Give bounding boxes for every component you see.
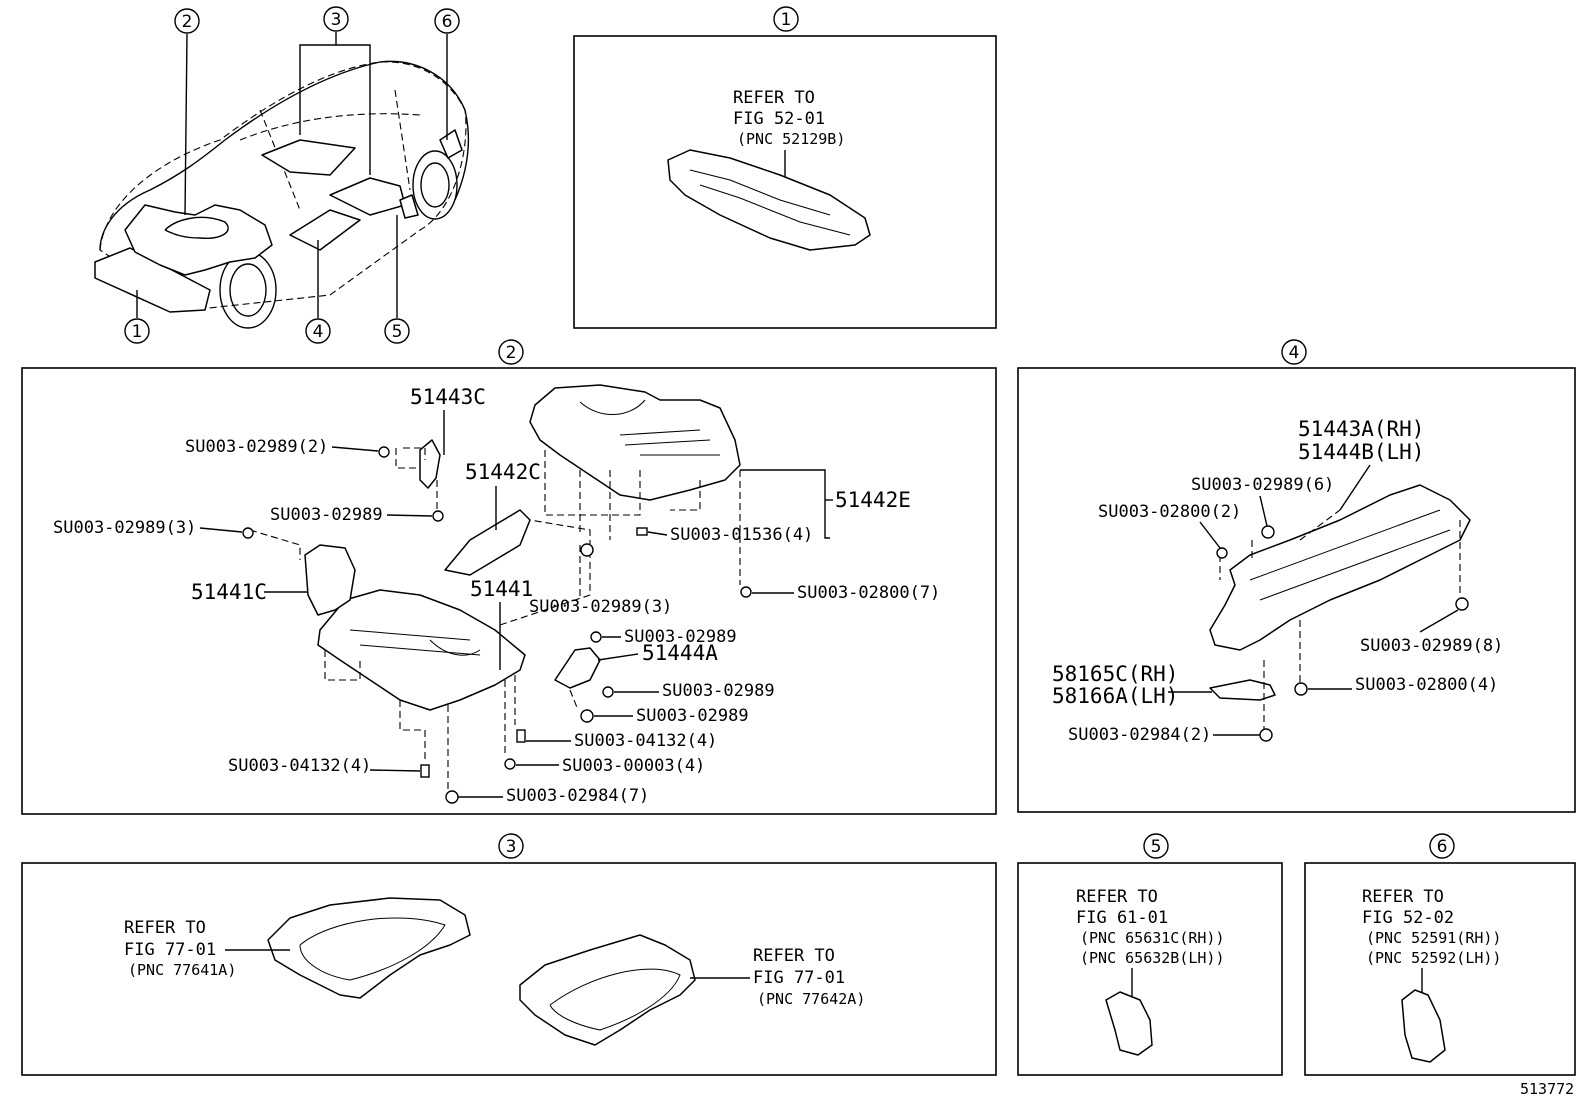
part-label-51444B-LH: 51444B(LH) — [1298, 440, 1424, 464]
panel-5-ref-line3: (PNC 65631C(RH)) — [1080, 929, 1225, 947]
panel-3: 3 REFER TO FIG 77-01 (PNC 77641A) REFER … — [21, 833, 997, 1076]
panel-1-ref-line1: REFER TO — [733, 88, 815, 108]
panel-6-ref-line4: (PNC 52592(LH)) — [1366, 949, 1501, 967]
bracket-51441C-illustration — [304, 544, 356, 616]
panel-4: 4 51443A(RH) 51444B(LH) SU003-02989(6) S… — [1017, 339, 1576, 813]
overview-callout-6: 6 — [434, 8, 460, 34]
svg-text:6: 6 — [442, 12, 453, 32]
fastener-label-p4-f3: SU003-02989(8) — [1360, 636, 1503, 656]
panel-6-number: 6 — [1437, 837, 1448, 857]
tray-77642A-illustration — [519, 934, 696, 1046]
figure-id: 513772 — [1520, 1080, 1574, 1098]
bracket-51444A-illustration — [554, 647, 601, 689]
svg-text:2: 2 — [182, 12, 193, 32]
tray-77641A-illustration — [267, 897, 471, 999]
panel-3-refB-line3: (PNC 77642A) — [757, 990, 865, 1008]
overview-callout-1: 1 — [124, 318, 150, 344]
svg-text:4: 4 — [313, 322, 324, 342]
panel-5-ref-line2: FIG 61-01 — [1076, 908, 1168, 928]
overview-callout-5: 5 — [384, 318, 410, 344]
panel-3-refA-line2: FIG 77-01 — [124, 940, 216, 960]
panel-1: 1 REFER TO FIG 52-01 (PNC 52129B) — [573, 6, 997, 329]
panel-2: 2 — [21, 339, 997, 815]
fastener-label-f10: SU003-04132(4) — [574, 731, 717, 751]
fastener-label-f3: SU003-02989(3) — [53, 518, 196, 538]
part-label-51441: 51441 — [470, 577, 533, 601]
panel-3-refA-line3: (PNC 77641A) — [128, 961, 236, 979]
part-label-51442C: 51442C — [465, 460, 541, 484]
part-label-51443C: 51443C — [410, 385, 486, 409]
fastener-label-f7: SU003-02989 — [624, 627, 737, 647]
panel-4-number: 4 — [1289, 343, 1300, 363]
bracket-51442C-illustration — [444, 509, 531, 576]
svg-text:1: 1 — [132, 322, 143, 342]
fastener-label-p4-f2: SU003-02800(2) — [1098, 502, 1241, 522]
panel-6: 6 REFER TO FIG 52-02 (PNC 52591(RH)) (PN… — [1304, 833, 1576, 1076]
panel-3-number: 3 — [506, 837, 517, 857]
panel-3-refB-line2: FIG 77-01 — [753, 968, 845, 988]
part-label-51442E: 51442E — [835, 488, 911, 512]
panel-1-ref-line2: FIG 52-01 — [733, 109, 825, 129]
fastener-label-f2: SU003-02989 — [270, 505, 383, 525]
fastener-label-f1: SU003-02989(2) — [185, 437, 328, 457]
mudguard-52591-illustration — [1401, 989, 1446, 1063]
fastener-label-f11: SU003-00003(4) — [562, 756, 705, 776]
panel-1-number: 1 — [781, 10, 792, 30]
panel-5-ref-line1: REFER TO — [1076, 887, 1158, 907]
part-label-58165C-RH: 58165C(RH) — [1052, 662, 1178, 686]
panel-5-number: 5 — [1151, 837, 1162, 857]
panel-6-ref-line2: FIG 52-02 — [1362, 908, 1454, 928]
fastener-label-f9: SU003-02989 — [636, 706, 749, 726]
part-label-51441C: 51441C — [191, 580, 267, 604]
overview-callout-2: 2 — [174, 8, 200, 34]
engine-under-cover-illustration — [667, 149, 871, 251]
panel-5: 5 REFER TO FIG 61-01 (PNC 65631C(RH)) (P… — [1017, 833, 1283, 1076]
fastener-label-p4-f5: SU003-02984(2) — [1068, 725, 1211, 745]
cover-51442E-illustration — [529, 384, 741, 501]
overview-callout-3: 3 — [323, 6, 349, 32]
overview-callout-4: 4 — [305, 318, 331, 344]
part-label-51444A: 51444A — [642, 641, 718, 665]
liner-65631C-illustration — [1105, 991, 1153, 1056]
overview-leaders — [136, 32, 448, 318]
panel-2-number: 2 — [506, 343, 517, 363]
panel-1-ref-line3: (PNC 52129B) — [737, 130, 845, 148]
panel-6-ref-line3: (PNC 52591(RH)) — [1366, 929, 1501, 947]
panel-5-ref-line4: (PNC 65632B(LH)) — [1080, 949, 1225, 967]
fastener-label-f6: SU003-02989(3) — [529, 597, 672, 617]
part-label-58166A-LH: 58166A(LH) — [1052, 684, 1178, 708]
panel-6-ref-line1: REFER TO — [1362, 887, 1444, 907]
part-label-51443A-RH: 51443A(RH) — [1298, 417, 1424, 441]
fastener-label-f13: SU003-02984(7) — [506, 786, 649, 806]
svg-text:3: 3 — [331, 10, 342, 30]
bracket-58165C-illustration — [1209, 679, 1276, 701]
fastener-label-f8: SU003-02989 — [662, 681, 775, 701]
svg-text:5: 5 — [392, 322, 403, 342]
fastener-label-f4: SU003-01536(4) — [670, 525, 813, 545]
fastener-label-f5: SU003-02800(7) — [797, 583, 940, 603]
fastener-label-p4-f4: SU003-02800(4) — [1355, 675, 1498, 695]
vehicle-overview — [94, 60, 470, 329]
floor-cover-51443A-illustration — [1209, 484, 1471, 651]
panel-3-refB-line1: REFER TO — [753, 946, 835, 966]
panel-3-refA-line1: REFER TO — [124, 918, 206, 938]
fastener-bolts — [242, 446, 752, 804]
fastener-label-p4-f1: SU003-02989(6) — [1191, 475, 1334, 495]
fastener-label-f12: SU003-04132(4) — [228, 756, 371, 776]
